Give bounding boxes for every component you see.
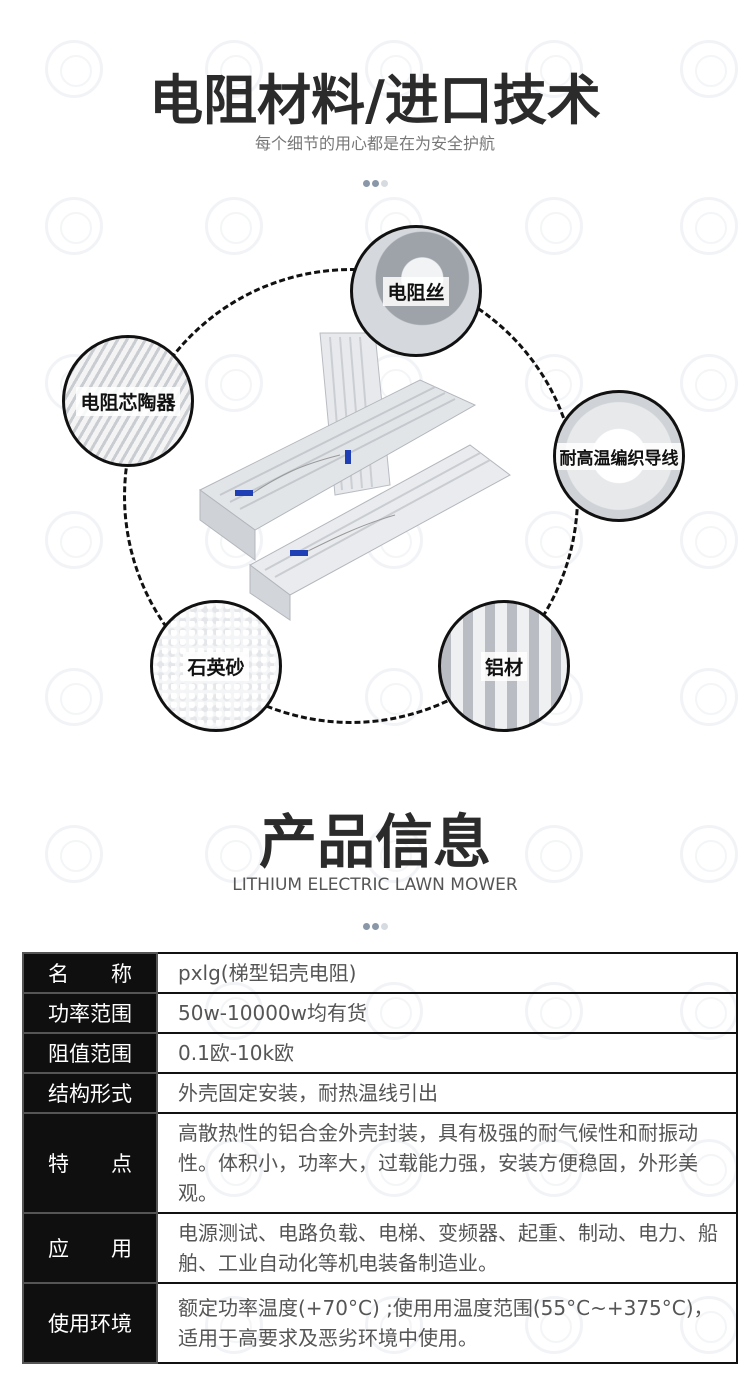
material-label-braided-wire: 耐高温编织导线 bbox=[556, 442, 682, 470]
section-title-materials: 电阻材料/进口技术 bbox=[149, 69, 601, 132]
table-row: 结构形式 外壳固定安装，耐热温线引出 bbox=[22, 1072, 738, 1114]
row-label: 功率范围 bbox=[22, 992, 158, 1034]
watermark-seal-icon bbox=[525, 825, 583, 883]
watermark-seal-icon bbox=[525, 197, 583, 255]
watermark-seal-icon bbox=[680, 40, 738, 98]
table-row: 应 用 电源测试、电路负载、电梯、变频器、起重、制动、电力、船舶、工业自动化等机… bbox=[22, 1212, 738, 1284]
watermark-seal-icon bbox=[680, 511, 738, 569]
section-subtitle-product-info: LITHIUM ELECTRIC LAWN MOWER bbox=[232, 875, 518, 895]
dot-active bbox=[362, 923, 370, 930]
row-label: 名 称 bbox=[22, 952, 158, 994]
table-row: 阻值范围 0.1欧-10k欧 bbox=[22, 1032, 738, 1074]
row-label: 特 点 bbox=[22, 1112, 158, 1214]
material-label-ceramic-core: 电阻芯陶器 bbox=[76, 386, 180, 416]
section-title-product-info: 产品信息 bbox=[258, 808, 491, 876]
material-node-braided-wire: 耐高温编织导线 bbox=[553, 390, 685, 522]
row-value: pxlg(梯型铝壳电阻) bbox=[156, 952, 738, 994]
pager-dots bbox=[0, 172, 750, 191]
table-row: 功率范围 50w-10000w均有货 bbox=[22, 992, 738, 1034]
dot-active bbox=[371, 923, 379, 930]
material-label-aluminum: 铝材 bbox=[480, 651, 527, 681]
watermark-seal-icon bbox=[45, 668, 103, 726]
dot-inactive bbox=[380, 923, 388, 930]
watermark-seal-icon bbox=[205, 825, 263, 883]
row-value: 0.1欧-10k欧 bbox=[156, 1032, 738, 1074]
product-info-table: 名 称 pxlg(梯型铝壳电阻) 功率范围 50w-10000w均有货 阻值范围… bbox=[22, 952, 738, 1364]
watermark-seal-icon bbox=[680, 668, 738, 726]
dot-active bbox=[371, 180, 379, 187]
dot-active bbox=[362, 180, 370, 187]
material-label-wire: 电阻丝 bbox=[383, 276, 449, 306]
watermark-seal-icon bbox=[45, 197, 103, 255]
material-node-ceramic-core: 电阻芯陶器 bbox=[62, 335, 194, 467]
row-value: 额定功率温度(+70°C) ;使用用温度范围(55°C~+375°C)，适用于高… bbox=[156, 1282, 738, 1364]
row-value: 高散热性的铝合金外壳封装，具有极强的耐气候性和耐振动性。体积小，功率大，过载能力… bbox=[156, 1112, 738, 1214]
watermark-seal-icon bbox=[45, 825, 103, 883]
material-node-wire: 电阻丝 bbox=[350, 225, 482, 357]
row-label: 结构形式 bbox=[22, 1072, 158, 1114]
watermark-seal-icon bbox=[525, 40, 583, 98]
watermark-seal-icon bbox=[680, 354, 738, 412]
row-label: 应 用 bbox=[22, 1212, 158, 1284]
section-subtitle-materials: 每个细节的用心都是在为安全护航 bbox=[254, 134, 495, 153]
table-row: 使用环境 额定功率温度(+70°C) ;使用用温度范围(55°C~+375°C)… bbox=[22, 1282, 738, 1364]
row-label: 阻值范围 bbox=[22, 1032, 158, 1074]
watermark-seal-icon bbox=[205, 197, 263, 255]
dot-inactive bbox=[380, 180, 388, 187]
watermark-seal-icon bbox=[680, 197, 738, 255]
watermark-seal-icon bbox=[680, 825, 738, 883]
row-value: 50w-10000w均有货 bbox=[156, 992, 738, 1034]
material-node-aluminum: 铝材 bbox=[438, 600, 570, 732]
material-label-quartz-sand: 石英砂 bbox=[183, 651, 249, 681]
row-value: 电源测试、电路负载、电梯、变频器、起重、制动、电力、船舶、工业自动化等机电装备制… bbox=[156, 1212, 738, 1284]
watermark-seal-icon bbox=[365, 40, 423, 98]
table-row: 特 点 高散热性的铝合金外壳封装，具有极强的耐气候性和耐振动性。体积小，功率大，… bbox=[22, 1112, 738, 1214]
watermark-seal-icon bbox=[365, 825, 423, 883]
resistor-product-image bbox=[199, 332, 511, 621]
row-value: 外壳固定安装，耐热温线引出 bbox=[156, 1072, 738, 1114]
watermark-seal-icon bbox=[45, 511, 103, 569]
pager-dots bbox=[0, 915, 750, 934]
material-node-quartz-sand: 石英砂 bbox=[150, 600, 282, 732]
watermark-seal-icon bbox=[205, 40, 263, 98]
watermark-seal-icon bbox=[45, 40, 103, 98]
table-row: 名 称 pxlg(梯型铝壳电阻) bbox=[22, 952, 738, 994]
row-label: 使用环境 bbox=[22, 1282, 158, 1364]
